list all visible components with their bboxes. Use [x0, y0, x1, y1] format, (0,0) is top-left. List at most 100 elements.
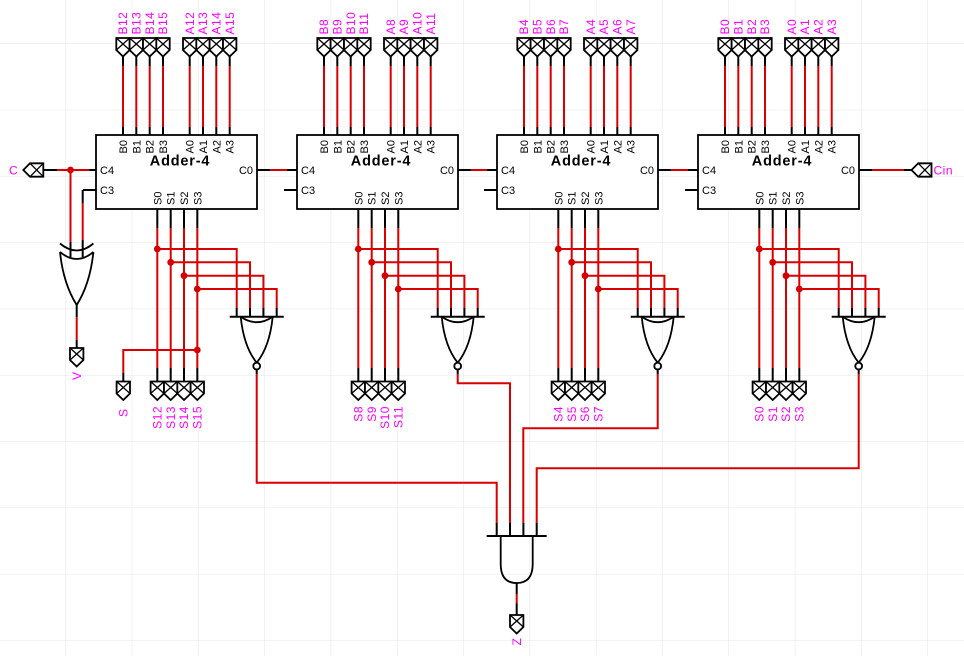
input-pin-label: B7 — [557, 19, 571, 35]
junction-dot — [581, 272, 589, 280]
port-c3: C3 — [100, 185, 114, 197]
input-pin-label: A0 — [785, 19, 799, 35]
port-name: B1 — [733, 140, 745, 153]
input-pin-label: A10 — [411, 12, 425, 35]
wire-segment — [799, 288, 880, 309]
output-pin-label: S3 — [793, 406, 807, 422]
adder-block[interactable] — [95, 134, 258, 210]
input-pin-label: A14 — [210, 12, 224, 35]
wire-segment — [371, 261, 452, 309]
adder-title: Adder-4 — [351, 154, 411, 170]
sum-wire[interactable] — [357, 209, 400, 382]
port-name: S2 — [781, 192, 793, 205]
nor-input-wire[interactable] — [558, 248, 679, 309]
input-pin-label: B3 — [758, 19, 772, 35]
junction-dot — [568, 258, 576, 266]
port-name: B2 — [346, 140, 358, 153]
wire-segment — [255, 374, 498, 524]
port-c0: C0 — [640, 165, 654, 177]
port-name: A1 — [599, 140, 611, 153]
port-name: S1 — [367, 192, 379, 205]
port-name: S0 — [754, 192, 766, 205]
port-name: A0 — [185, 140, 197, 153]
output-pin-label: S8 — [352, 406, 366, 422]
adder-title: Adder-4 — [150, 154, 210, 170]
port-name: A2 — [612, 140, 624, 153]
adder-unit: Adder-4 C4 C3 C0 B0 B1 B2 B3 A0 A1 A2 A3… — [685, 19, 887, 422]
output-pin-label: S12 — [151, 406, 165, 429]
port-name: S3 — [593, 192, 605, 205]
input-pin-label: A15 — [223, 12, 237, 35]
output-pin-label: S9 — [365, 406, 379, 422]
adder-title: Adder-4 — [551, 154, 611, 170]
sum-wire[interactable] — [557, 209, 600, 382]
port-name: S1 — [768, 192, 780, 205]
input-pin-label: B13 — [130, 12, 144, 35]
input-wire[interactable] — [122, 56, 231, 136]
wire-segment — [585, 274, 666, 309]
port-name: A0 — [787, 140, 799, 153]
junction-dot — [193, 285, 201, 293]
input-pin-label: B12 — [116, 12, 130, 35]
port-c3: C3 — [301, 185, 315, 197]
wire-segment — [385, 274, 466, 309]
port-name: A2 — [412, 140, 424, 153]
junction-dot — [368, 258, 376, 266]
adder-block[interactable] — [697, 134, 860, 210]
input-pin-label: A4 — [584, 19, 598, 35]
wire-segment — [398, 288, 479, 309]
adder-block[interactable] — [496, 134, 659, 210]
input-pin-label: B15 — [156, 12, 170, 35]
port-name: S2 — [580, 192, 592, 205]
input-wire[interactable] — [724, 56, 833, 136]
input-pin-label: B10 — [344, 12, 358, 35]
junction-dot — [769, 258, 777, 266]
input-pin-label: A13 — [196, 12, 210, 35]
port-name: A1 — [800, 140, 812, 153]
adder-unit: Adder-4 C4 C3 C0 B0 B1 B2 B3 A0 A1 A2 A3… — [83, 12, 285, 429]
port-c0: C0 — [440, 165, 454, 177]
input-pin-label: B8 — [317, 19, 331, 35]
port-name: S3 — [794, 192, 806, 205]
port-name: B3 — [559, 140, 571, 153]
junction-dot — [795, 285, 803, 293]
output-pin-label: S7 — [592, 406, 606, 422]
wire-segment — [456, 374, 511, 524]
junction-dot — [354, 245, 362, 253]
port-name: B0 — [118, 140, 130, 153]
port-name: A1 — [198, 140, 210, 153]
nor-input-wire[interactable] — [358, 248, 479, 309]
input-pin-label: B14 — [143, 12, 157, 35]
input-pin-label: B9 — [331, 19, 345, 35]
input-pin-label: B6 — [544, 19, 558, 35]
port-name: S1 — [166, 192, 178, 205]
junction-dot — [180, 272, 188, 280]
nor-input-wire[interactable] — [157, 248, 278, 309]
sign-pin-label: S — [117, 409, 131, 418]
adder-title: Adder-4 — [752, 154, 812, 170]
output-pin-label: S6 — [578, 406, 592, 422]
zero-detect-wire[interactable] — [255, 374, 860, 524]
port-name: A2 — [211, 140, 223, 153]
zero-pin-label: Z — [510, 638, 524, 646]
output-pin-label: S15 — [191, 406, 205, 429]
port-c3: C3 — [702, 185, 716, 197]
input-wire[interactable] — [523, 56, 632, 136]
adder-unit: Adder-4 C4 C3 C0 B0 B1 B2 B3 A0 A1 A2 A3… — [284, 12, 486, 429]
port-c4: C4 — [702, 165, 716, 177]
input-pin-label: B4 — [517, 19, 531, 35]
adder-unit: Adder-4 C4 C3 C0 B0 B1 B2 B3 A0 A1 A2 A3… — [484, 19, 686, 422]
xor-input-wire[interactable] — [69, 170, 84, 257]
port-name: B2 — [546, 140, 558, 153]
junction-dot — [167, 258, 175, 266]
nor-input-wire[interactable] — [759, 248, 880, 309]
port-name: S0 — [152, 192, 164, 205]
input-wire[interactable] — [323, 56, 432, 136]
adder-block[interactable] — [296, 134, 459, 210]
carry-in-label: Cin — [934, 164, 954, 178]
port-name: B2 — [747, 140, 759, 153]
overflow-pin-label: V — [70, 372, 84, 381]
input-pin-label: B2 — [745, 19, 759, 35]
sign-wire[interactable] — [122, 349, 198, 382]
